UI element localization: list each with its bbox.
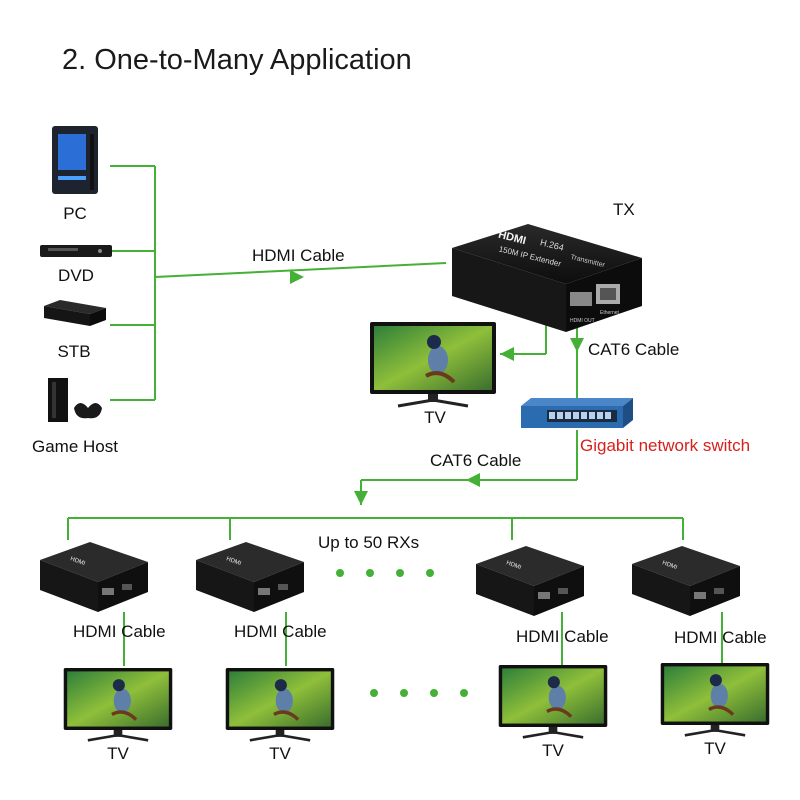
source-label-pc: PC — [63, 204, 87, 223]
receiver-device — [186, 540, 306, 615]
tx-tv-label: TV — [424, 408, 446, 427]
continuation-dot — [460, 689, 468, 697]
pc-tower-icon — [46, 124, 104, 196]
set-top-box-icon — [40, 298, 108, 328]
continuation-dot — [336, 569, 344, 577]
cat6-rx-arrow-icon — [466, 473, 480, 487]
switch-icon — [521, 398, 633, 428]
receiver-icon — [466, 544, 586, 619]
receiver-device — [30, 540, 150, 615]
rx-tv-label: TV — [107, 744, 129, 763]
receiver-icon — [30, 540, 150, 615]
cat6-rx-drop-arrow-icon — [354, 491, 368, 505]
game-console-icon — [44, 372, 106, 424]
tv-icon — [368, 320, 498, 410]
receiver-tv — [62, 666, 174, 744]
continuation-dot — [366, 569, 374, 577]
continuation-dot — [400, 689, 408, 697]
dvd-player-icon — [38, 242, 114, 260]
tv-icon — [659, 661, 771, 739]
tx-tv-arrow-icon — [500, 347, 514, 361]
page-title: 2. One-to-Many Application — [62, 44, 412, 76]
rx-hdmi-cable-label: HDMI Cable — [674, 628, 767, 647]
hdmi-cable-wire — [154, 262, 447, 278]
receiver-tv — [497, 663, 609, 741]
continuation-dot — [430, 689, 438, 697]
receiver-device — [466, 544, 586, 619]
continuation-dot — [370, 689, 378, 697]
cat6-tx-label: CAT6 Cable — [588, 340, 680, 359]
source-label-game-host: Game Host — [32, 437, 118, 456]
tx-local-tv — [368, 320, 498, 410]
source-label-stb: STB — [57, 342, 91, 361]
receiver-icon — [186, 540, 306, 615]
switch-label: Gigabit network switch — [580, 436, 751, 455]
tv-icon — [62, 666, 174, 744]
transmitter-icon — [452, 224, 642, 332]
rx-tv-label: TV — [269, 744, 291, 763]
receiver-icon — [622, 544, 742, 619]
receiver-device — [622, 544, 742, 619]
tx-label: TX — [613, 200, 635, 219]
continuation-dot — [426, 569, 434, 577]
receiver-tv — [224, 666, 336, 744]
transmitter-port-ethernet: Ethernet — [600, 310, 619, 316]
rx-tv-label: TV — [704, 739, 726, 758]
source-label-dvd: DVD — [58, 266, 94, 285]
network-switch — [517, 396, 635, 430]
rx-hdmi-cable-label: HDMI Cable — [516, 627, 609, 646]
hdmi-cable-arrow-icon — [290, 270, 304, 284]
tv-icon — [224, 666, 336, 744]
hdmi-cable-main-label: HDMI Cable — [252, 246, 345, 265]
receiver-tv — [659, 661, 771, 739]
cat6-tx-arrow-icon — [570, 338, 584, 352]
continuation-dot — [396, 569, 404, 577]
transmitter-device: HDMI H.264 150M IP Extender Transmitter … — [446, 220, 646, 340]
rx-hdmi-cable-label: HDMI Cable — [234, 622, 327, 641]
transmitter-port-hdmi: HDMI OUT — [570, 318, 595, 324]
up-to-label: Up to 50 RXs — [318, 533, 420, 552]
cat6-rx-label: CAT6 Cable — [430, 451, 522, 470]
rx-tv-label: TV — [542, 741, 564, 760]
tv-icon — [497, 663, 609, 741]
rx-hdmi-cable-label: HDMI Cable — [73, 622, 166, 641]
